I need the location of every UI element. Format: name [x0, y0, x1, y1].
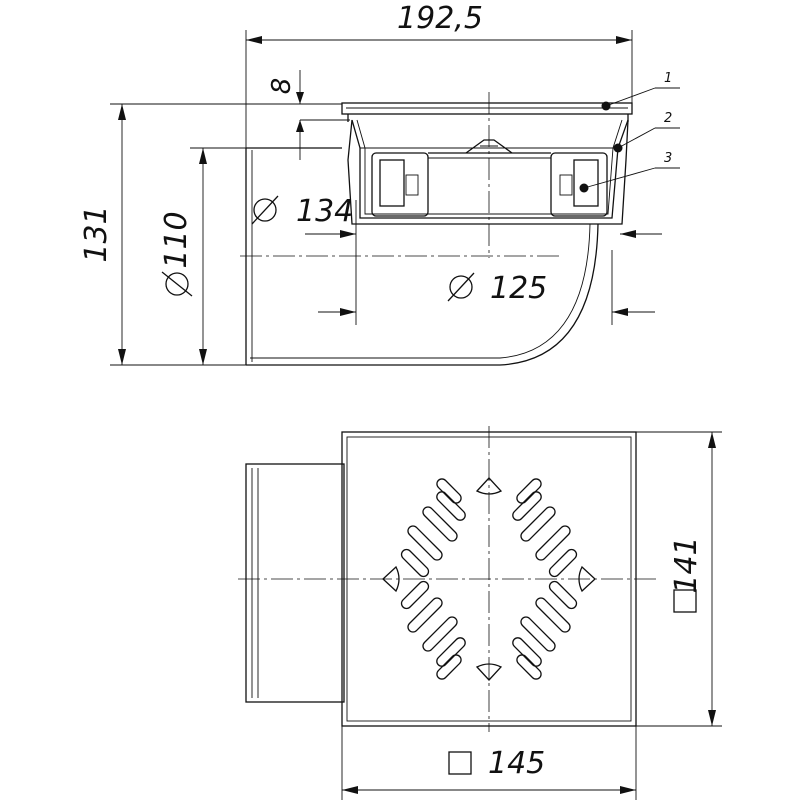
- dim-body-diameter-label: 125: [490, 271, 547, 306]
- callout-1-label: 1: [664, 71, 672, 86]
- outlet-pipe: [245, 147, 599, 366]
- square-symbol-icon: [448, 751, 472, 775]
- dim-height-label: 131: [79, 205, 114, 262]
- callout-3: 3: [579, 151, 680, 193]
- dimension-body-diameter: 125: [318, 200, 655, 325]
- dimension-height: 131: [79, 103, 342, 366]
- grate-flange: [341, 102, 633, 122]
- callout-3-label: 3: [664, 151, 672, 166]
- dim-depth-label: 141: [669, 536, 704, 593]
- drain-body: [347, 119, 629, 225]
- callout-2-label: 2: [664, 111, 672, 126]
- dimension-width: 145: [341, 726, 637, 800]
- dimension-flange-thickness: 8: [267, 70, 350, 160]
- callout-2: 2: [613, 111, 680, 153]
- dim-width-label: 145: [488, 746, 545, 781]
- top-view: 145 141: [238, 426, 722, 800]
- dimension-overall-length: 192,5: [245, 1, 633, 365]
- dim-outer-diameter-label: 134: [296, 194, 353, 229]
- square-symbol-icon: [673, 589, 697, 613]
- dimension-outer-diameter: 134: [251, 194, 662, 238]
- dimension-depth: 141: [636, 431, 722, 727]
- callout-1: 1: [601, 71, 680, 111]
- dimension-outlet-diameter: 110: [159, 147, 246, 366]
- outlet-stub: [245, 463, 345, 703]
- dim-outlet-diameter-label: 110: [159, 211, 194, 268]
- side-view: 192,5 8 131: [79, 1, 680, 366]
- dim-overall-length-label: 192,5: [397, 1, 483, 36]
- grate-slots: [382, 477, 596, 681]
- dim-flange-thickness-label: 8: [267, 78, 297, 95]
- trap-insert: [371, 139, 608, 217]
